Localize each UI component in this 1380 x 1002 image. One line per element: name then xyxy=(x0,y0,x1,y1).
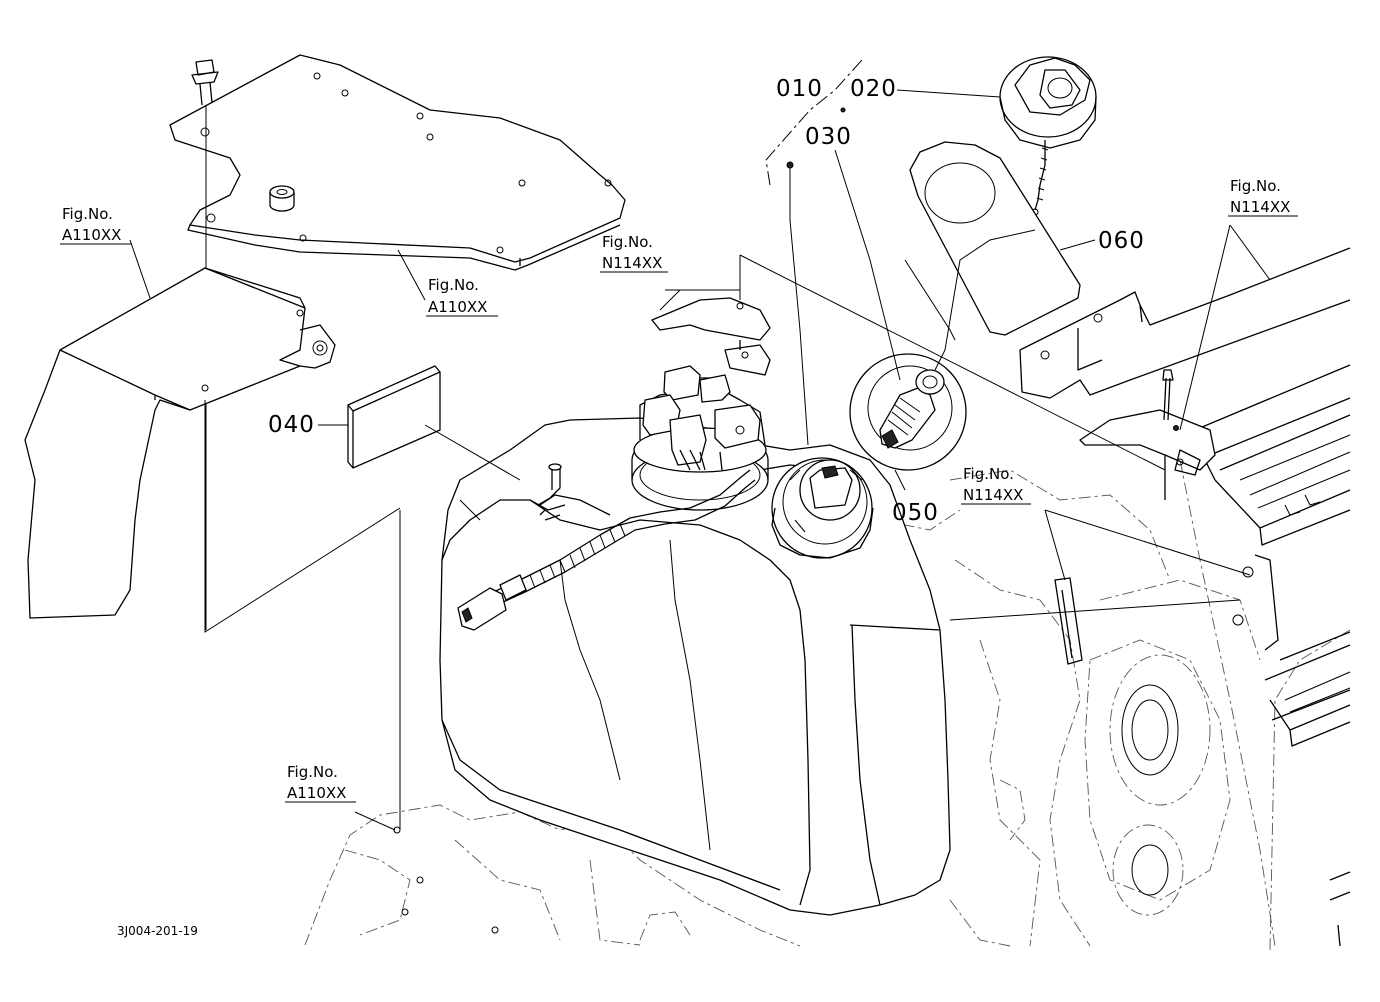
fig-ref-a110xx-left: Fig.No. A110XX xyxy=(60,205,132,245)
callout-labels: 010 020 030 040 050 060 xyxy=(268,76,1145,526)
fig-ref-code: A110XX xyxy=(62,226,121,244)
drawing-code: 3J004-201-19 xyxy=(117,924,198,938)
leader-lines xyxy=(129,59,1271,934)
part-label-050: 050 xyxy=(892,500,939,526)
small-center-bracket xyxy=(651,297,771,376)
fig-ref-n114xx-center: Fig.No. N114XX xyxy=(600,233,668,273)
right-frame-structure xyxy=(1019,247,1351,947)
fig-ref-title: Fig.No. xyxy=(963,465,1014,483)
filler-neck xyxy=(771,457,874,559)
part-030-valve xyxy=(879,369,945,449)
fig-ref-title: Fig.No. xyxy=(287,763,338,781)
fuel-sender-unit xyxy=(631,365,769,511)
part-040-pad xyxy=(347,365,441,469)
part-label-030: 030 xyxy=(805,124,852,150)
fig-ref-code: A110XX xyxy=(287,784,346,802)
vertical-strap xyxy=(1054,577,1083,665)
figure-references: Fig.No. A110XX Fig.No. A110XX Fig.No. A1… xyxy=(60,177,1298,803)
part-label-010: 010 xyxy=(776,76,823,102)
fig-ref-a110xx-bottom: Fig.No. A110XX xyxy=(285,763,356,803)
part-label-040: 040 xyxy=(268,412,315,438)
fig-ref-title: Fig.No. xyxy=(602,233,653,251)
fig-ref-title: Fig.No. xyxy=(1230,177,1281,195)
part-020-fuel-cap xyxy=(999,56,1097,216)
part-label-060: 060 xyxy=(1098,228,1145,254)
right-mounting-bracket xyxy=(1079,369,1216,500)
fig-ref-title: Fig.No. xyxy=(428,276,479,294)
fig-ref-a110xx-top: Fig.No. A110XX xyxy=(426,276,498,317)
fig-ref-n114xx-lower: Fig.No. N114XX xyxy=(961,465,1031,505)
part-label-020: 020 xyxy=(850,76,897,102)
fig-ref-code: A110XX xyxy=(428,298,487,316)
side-cover-panel xyxy=(24,267,401,633)
fuel-hose xyxy=(457,463,756,631)
fig-ref-code: N114XX xyxy=(602,254,662,272)
fig-ref-code: N114XX xyxy=(963,486,1023,504)
fig-ref-n114xx-right: Fig.No. N114XX xyxy=(1228,177,1298,217)
fig-ref-title: Fig.No. xyxy=(62,205,113,223)
fig-ref-code: N114XX xyxy=(1230,198,1290,216)
